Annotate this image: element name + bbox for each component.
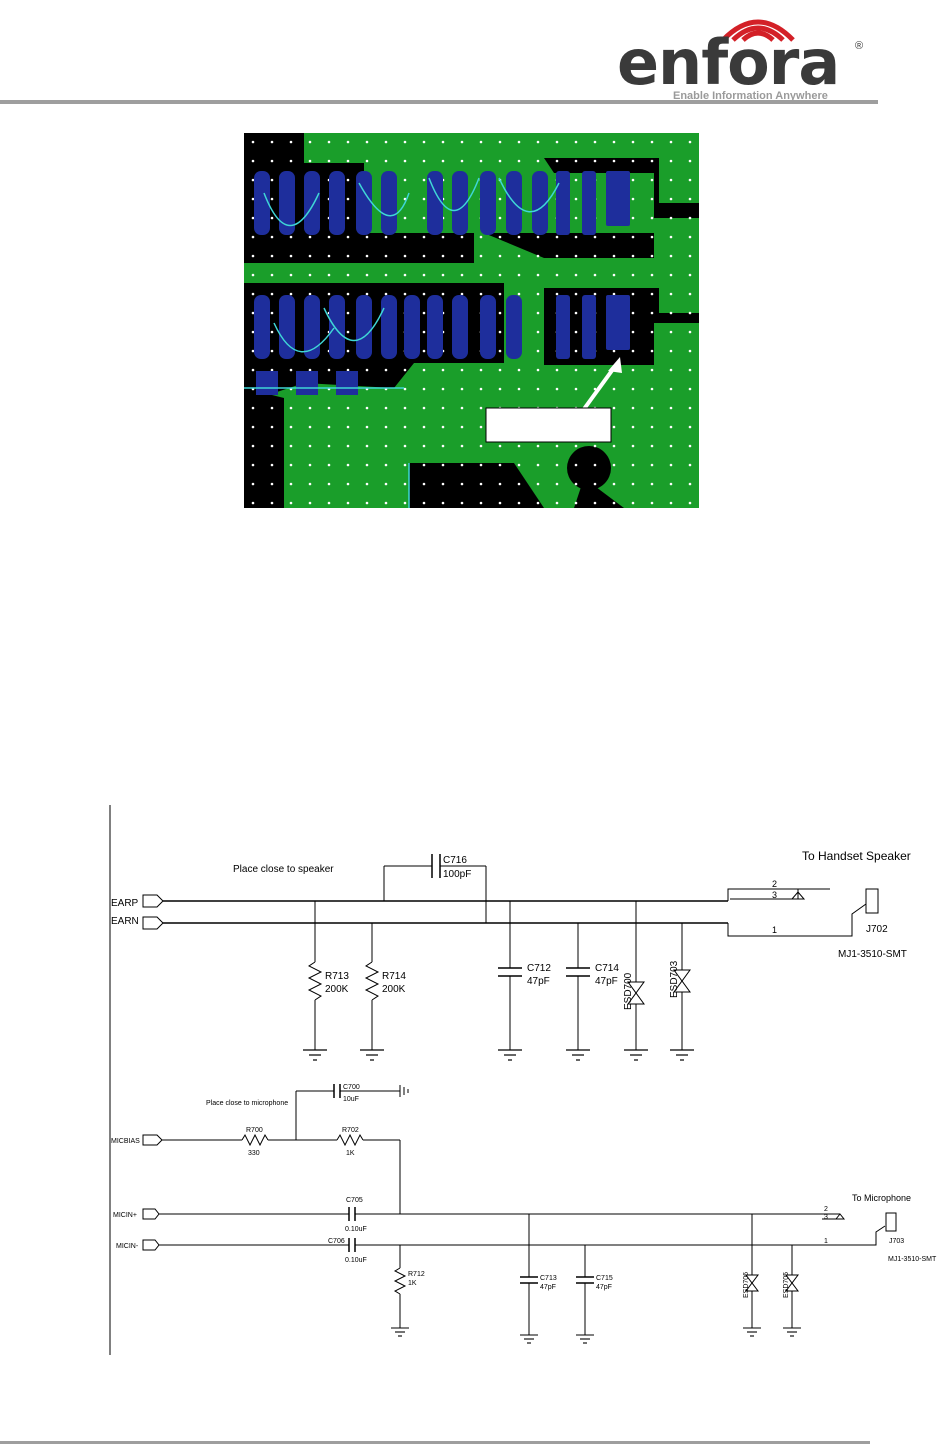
r700-ref: R700 — [246, 1127, 263, 1134]
callout-box — [485, 407, 612, 443]
esd700-ref: ESD700 — [623, 972, 634, 1010]
c706-value: 0.10uF — [345, 1257, 367, 1264]
r714-ref: R714 — [382, 971, 406, 982]
c714-ref: C714 — [595, 963, 619, 974]
net-earn: EARN — [111, 916, 139, 927]
callout-arrow — [582, 363, 618, 411]
j703-pin3: 3 — [824, 1214, 828, 1221]
mic-note: Place close to microphone — [206, 1100, 288, 1107]
net-micin-pos: MICIN+ — [113, 1212, 137, 1219]
c716-value: 100pF — [443, 869, 471, 880]
j702-pin1: 1 — [772, 925, 777, 935]
c712-ref: C712 — [527, 963, 551, 974]
speaker-note: Place close to speaker — [233, 864, 334, 875]
j702-pin2: 2 — [772, 879, 777, 889]
c714-value: 47pF — [595, 976, 618, 987]
c715-ref: C715 — [596, 1275, 613, 1282]
net-micbias: MICBIAS — [111, 1138, 140, 1145]
c705-ref: C705 — [346, 1197, 363, 1204]
header-divider — [0, 100, 878, 104]
j703-part: MJ1-3510-SMT — [888, 1256, 937, 1263]
r702-value: 1K — [346, 1150, 355, 1157]
c706-ref: C706 — [328, 1238, 345, 1245]
c715-value: 47pF — [596, 1284, 612, 1291]
esd703-ref: ESD703 — [669, 960, 680, 998]
audio-schematic: Place close to speaker To Handset Speake… — [109, 805, 937, 1355]
r713-value: 200K — [325, 984, 349, 995]
net-micin-neg: MICIN- — [116, 1243, 139, 1250]
r712-ref: R712 — [408, 1271, 425, 1278]
speaker-destination: To Handset Speaker — [802, 849, 911, 863]
j703-ref: J703 — [889, 1238, 904, 1245]
r714-value: 200K — [382, 984, 406, 995]
esd706-ref: ESD706 — [743, 1272, 750, 1298]
j702-ref: J702 — [866, 924, 888, 935]
logo-wordmark: enfora — [617, 26, 840, 99]
c700-value: 10uF — [343, 1096, 359, 1103]
mic-destination: To Microphone — [852, 1193, 911, 1203]
c713-value: 47pF — [540, 1284, 556, 1291]
j702-pin3: 3 — [772, 890, 777, 900]
c700-ref: C700 — [343, 1084, 360, 1091]
net-earp: EARP — [111, 898, 139, 909]
r712-value: 1K — [408, 1280, 417, 1287]
pcb-layout-image — [244, 133, 699, 508]
logo-registered-mark: ® — [855, 40, 864, 52]
esd705-ref: ESD705 — [783, 1272, 790, 1298]
r713-ref: R713 — [325, 971, 349, 982]
c705-value: 0.10uF — [345, 1226, 367, 1233]
r700-value: 330 — [248, 1150, 260, 1157]
j703-pin2: 2 — [824, 1206, 828, 1213]
j703-pin1: 1 — [824, 1238, 828, 1245]
logo-tagline: Enable Information Anywhere — [673, 90, 828, 102]
j702-part: MJ1-3510-SMT — [838, 949, 907, 960]
footer-divider — [0, 1441, 870, 1444]
c716-ref: C716 — [443, 855, 467, 866]
enfora-logo: enfora ® Enable Information Anywhere — [615, 8, 870, 104]
c712-value: 47pF — [527, 976, 550, 987]
antenna-waves-icon — [721, 19, 795, 42]
r702-ref: R702 — [342, 1127, 359, 1134]
c713-ref: C713 — [540, 1275, 557, 1282]
